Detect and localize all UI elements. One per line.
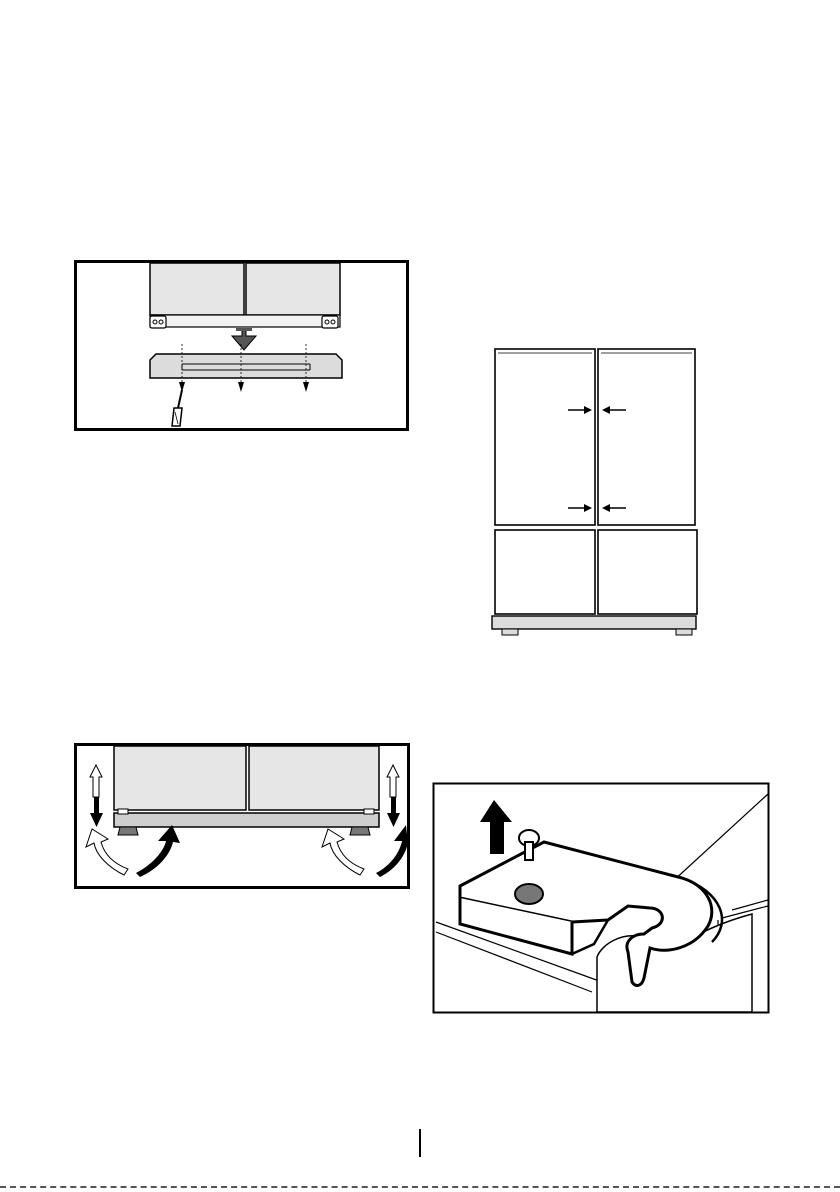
base-plinth [492,616,696,635]
lower-drawers [495,530,697,614]
fig-mount-base-cover [74,260,409,432]
page-bottom-edge [0,1186,840,1188]
fridge-doors [114,746,379,810]
fig-leveling-feet [74,743,410,889]
fig-door-alignment [488,344,704,644]
fig-hinge-cover [432,782,770,1014]
upper-doors [495,349,695,525]
base-cover [150,354,342,378]
page-number-divider [419,1129,421,1157]
screw-icon [515,884,543,904]
